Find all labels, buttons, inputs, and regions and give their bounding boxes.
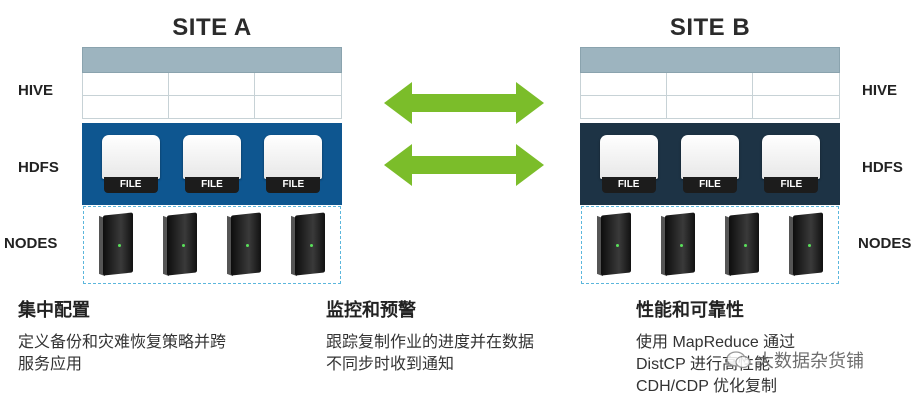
file-icon: FILE [101,135,160,193]
watermark-text: 大数据杂货铺 [756,351,864,371]
file-label: FILE [184,177,239,193]
file-label: FILE [103,177,158,193]
file-label: FILE [764,177,819,193]
watermark: 大数据杂货铺 [726,347,864,373]
site-b-hdfs-label: HDFS [862,159,903,176]
server-icon [725,212,759,277]
file-label: FILE [266,177,321,193]
hive-table-header [82,47,342,73]
site-a-hdfs-layer: FILE FILE FILE [82,123,342,205]
file-icon: FILE [599,135,658,193]
site-b-nodes-layer [581,206,839,284]
server-icon [227,212,261,277]
file-label: FILE [601,177,656,193]
site-b-hive-label: HIVE [862,82,898,99]
feature-line: 跟踪复制作业的进度并在数据 [326,334,535,351]
hive-table-header [580,47,840,73]
feature-line: 使用 MapReduce 通过 [636,334,796,351]
feature-line: 服务应用 [18,356,83,373]
feature-line: 不同步时收到通知 [326,356,455,373]
site-a-hive-label: HIVE [18,82,54,99]
hive-table-grid [580,73,840,119]
feature-central-config: 集中配置 定义备份和灾难恢复策略并跨 服务应用 [18,296,308,376]
file-icon: FILE [680,135,739,193]
bidirectional-arrow-icon [384,144,544,186]
site-b-nodes-label: NODES [858,235,912,252]
file-icon: FILE [182,135,241,193]
bidirectional-arrow-icon [384,82,544,124]
file-icon: FILE [264,135,323,193]
server-icon [291,212,325,277]
wechat-icon [726,350,752,370]
server-icon [789,212,823,277]
feature-monitoring: 监控和预警 跟踪复制作业的进度并在数据 不同步时收到通知 [326,296,616,376]
hive-table-grid [82,73,342,119]
file-label: FILE [682,177,737,193]
site-a-title: SITE A [172,14,252,41]
file-icon: FILE [762,135,821,193]
feature-line: 定义备份和灾难恢复策略并跨 [18,334,227,351]
server-icon [661,212,695,277]
site-b-title: SITE B [669,14,751,41]
server-icon [99,212,133,277]
feature-title: 监控和预警 [326,300,416,320]
site-a-nodes-label: NODES [4,235,58,252]
server-icon [163,212,197,277]
site-b-hive-table [580,47,840,119]
site-b-hdfs-layer: FILE FILE FILE [580,123,840,205]
server-icon [597,212,631,277]
feature-title: 集中配置 [18,300,90,320]
site-a-hdfs-label: HDFS [18,159,59,176]
site-a-nodes-layer [83,206,341,284]
site-a-hive-table [82,47,342,119]
feature-line: CDH/CDP 优化复制 [636,378,778,395]
feature-title: 性能和可靠性 [636,300,744,320]
